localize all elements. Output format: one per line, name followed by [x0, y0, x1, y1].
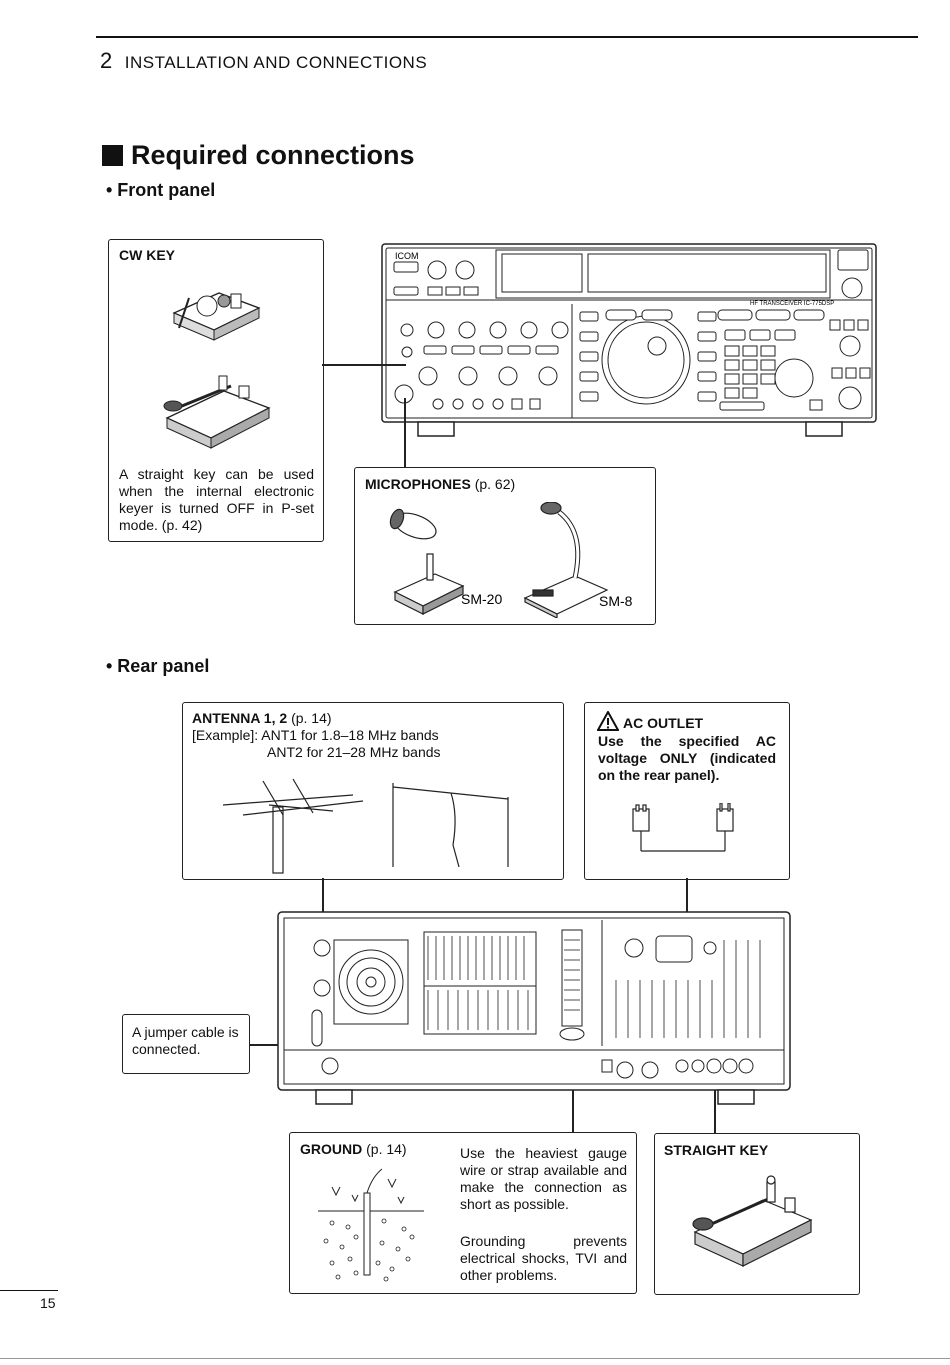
cw-key-title: CW KEY: [119, 247, 175, 263]
paddle-key-illustration: [163, 292, 271, 449]
rear-panel-heading: • Rear panel: [106, 656, 210, 676]
section-title: Required connections: [102, 140, 415, 171]
ground-heading: GROUND (p. 14): [300, 1141, 407, 1158]
mic-connector-line: [404, 398, 406, 468]
page-bottom-edge: [0, 1358, 950, 1359]
ac-outlet-title: AC OUTLET: [623, 715, 704, 731]
section-title-text: Required connections: [131, 140, 415, 170]
header-rule: [96, 36, 918, 38]
ground-box: GROUND (p. 14) Use the heaviest gauge wi…: [289, 1132, 637, 1294]
radio-brand-label: ICOM: [395, 251, 419, 261]
microphones-page-ref: (p. 62): [474, 476, 516, 492]
cw-key-description: A straight key can be used when the inte…: [119, 466, 314, 533]
antenna-heading: ANTENNA 1, 2 (p. 14): [192, 710, 332, 727]
microphones-heading: MICROPHONES (p. 62): [365, 476, 515, 493]
mic-sm8-label: SM-8: [599, 593, 633, 609]
jumper-cable-text: A jumper cable is connected.: [132, 1024, 239, 1057]
antenna-box: ANTENNA 1, 2 (p. 14) [Example]: ANT1 for…: [182, 702, 564, 880]
antenna-example-line1: [Example]: ANT1 for 1.8–18 MHz bands: [192, 727, 439, 743]
radio-model-label: HF TRANSCEIVER IC-775DSP: [750, 301, 834, 307]
chapter-number: 2: [100, 48, 113, 73]
rear-panel-radio-illustration: [277, 911, 791, 1105]
footer-rule: [0, 1290, 58, 1291]
microphones-box: MICROPHONES (p. 62) SM-20 SM-8: [354, 467, 656, 625]
microphones-illustration: SM-20 SM-8: [389, 502, 633, 618]
ac-outlet-box: AC OUTLET Use the specified AC voltage O…: [584, 702, 790, 880]
page-number: 15: [40, 1295, 56, 1311]
antenna-page-ref: (p. 14): [291, 710, 332, 726]
antenna-title: ANTENNA 1, 2: [192, 710, 288, 726]
straight-key-box: STRAIGHT KEY: [654, 1133, 860, 1295]
antenna-example-line2: ANT2 for 21–28 MHz bands: [267, 744, 441, 760]
microphones-title: MICROPHONES: [365, 476, 471, 492]
cw-key-connector-line: [322, 364, 406, 366]
cw-key-box: CW KEY A straight key can be used when t…: [108, 239, 324, 542]
chapter-heading: 2 INSTALLATION AND CONNECTIONS: [100, 48, 427, 74]
ground-title: GROUND: [300, 1141, 363, 1157]
ac-cable-illustration: [632, 803, 734, 852]
ac-outlet-description: Use the specified AC voltage ONLY (indic…: [598, 733, 776, 783]
ground-page-ref: (p. 14): [366, 1141, 407, 1157]
straight-key-title: STRAIGHT KEY: [664, 1142, 769, 1158]
ground-paragraph-2: Grounding prevents electrical shocks, TV…: [460, 1233, 627, 1283]
section-bullet-square: [102, 145, 123, 166]
antenna-illustration: [222, 778, 509, 874]
ground-rod-illustration: [318, 1168, 424, 1282]
antenna-connector-line: [322, 878, 324, 944]
straight-key-illustration: [692, 1175, 813, 1267]
front-panel-radio-illustration: ICOM HF TRANSCEIVER IC-775DSP: [381, 243, 877, 437]
chapter-title: INSTALLATION AND CONNECTIONS: [124, 53, 428, 72]
front-panel-heading: • Front panel: [106, 180, 216, 200]
warning-icon: [597, 711, 619, 731]
jumper-cable-box: A jumper cable is connected.: [122, 1014, 250, 1074]
ground-paragraph-1: Use the heaviest gauge wire or strap ava…: [460, 1145, 627, 1212]
straight-key-connector-line: [714, 1072, 716, 1134]
mic-sm20-label: SM-20: [461, 591, 502, 607]
